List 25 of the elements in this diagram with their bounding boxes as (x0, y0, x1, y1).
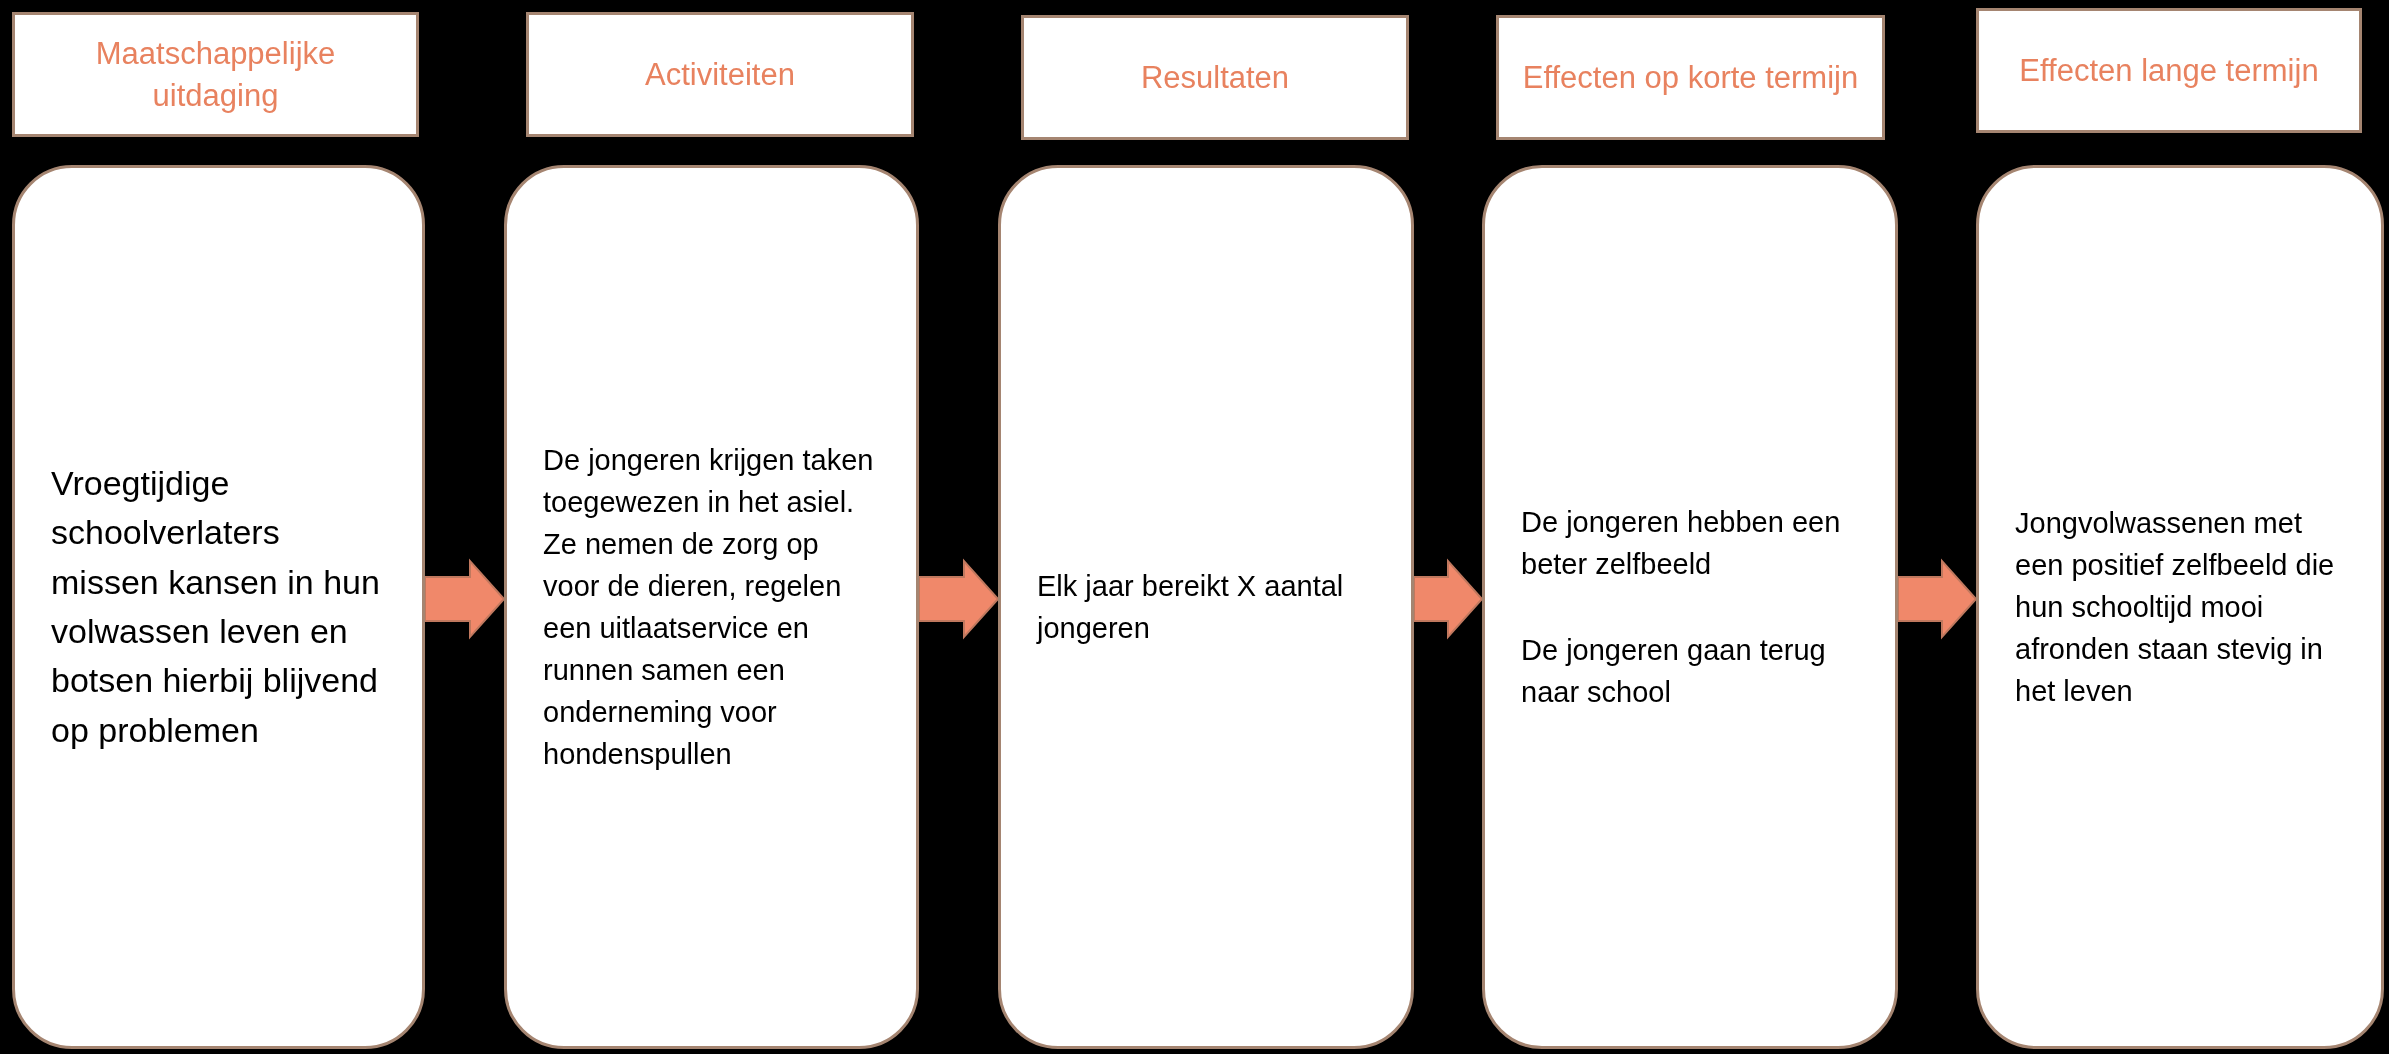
rounded-text-box (504, 165, 919, 1049)
header-text: Effecten op korte termijn (1522, 58, 1859, 97)
column-header-box (1021, 15, 1409, 140)
body-text: Jongvolwassenen met een positief zelfbeeld die hun schooltijd mooi afronden staan stevig in het leven (2015, 505, 2336, 710)
column-header-box (12, 12, 419, 137)
block-arrow (1413, 558, 1484, 640)
body-text: De jongeren hebben een beter zelfbeeld (1521, 504, 1842, 582)
header-text: Resultaten (1140, 58, 1290, 97)
block-arrow (918, 558, 1000, 640)
header-text: Activiteiten (645, 55, 795, 94)
column-header-box (1496, 15, 1885, 140)
column-header-box (526, 12, 914, 137)
column-header-box (1976, 8, 2362, 133)
body-text: De jongeren gaan terug naar school (1521, 633, 1827, 711)
rounded-text-box (1976, 165, 2384, 1049)
header-text: Maatschappelijke uitdaging (94, 34, 337, 115)
block-arrow (424, 558, 506, 640)
header-text: Effecten lange termijn (2019, 51, 2319, 90)
rounded-text-box (12, 165, 425, 1049)
body-text: De jongeren krijgen taken toegewezen in het asiel. Ze nemen de zorg op voor de dieren, regelen een uitlaatservice en runnen samen een onderneming voor hondenspullen (543, 442, 875, 773)
body-text: Vroegtijdige schoolverlaters missen kansen in hun volwassen leven en botsen hierbij blijvend op problemen (51, 463, 381, 751)
rounded-text-box (998, 165, 1414, 1049)
block-arrow (1897, 558, 1978, 640)
body-text: Elk jaar bereikt X aantal jongeren (1037, 568, 1345, 646)
rounded-text-box (1482, 165, 1898, 1049)
